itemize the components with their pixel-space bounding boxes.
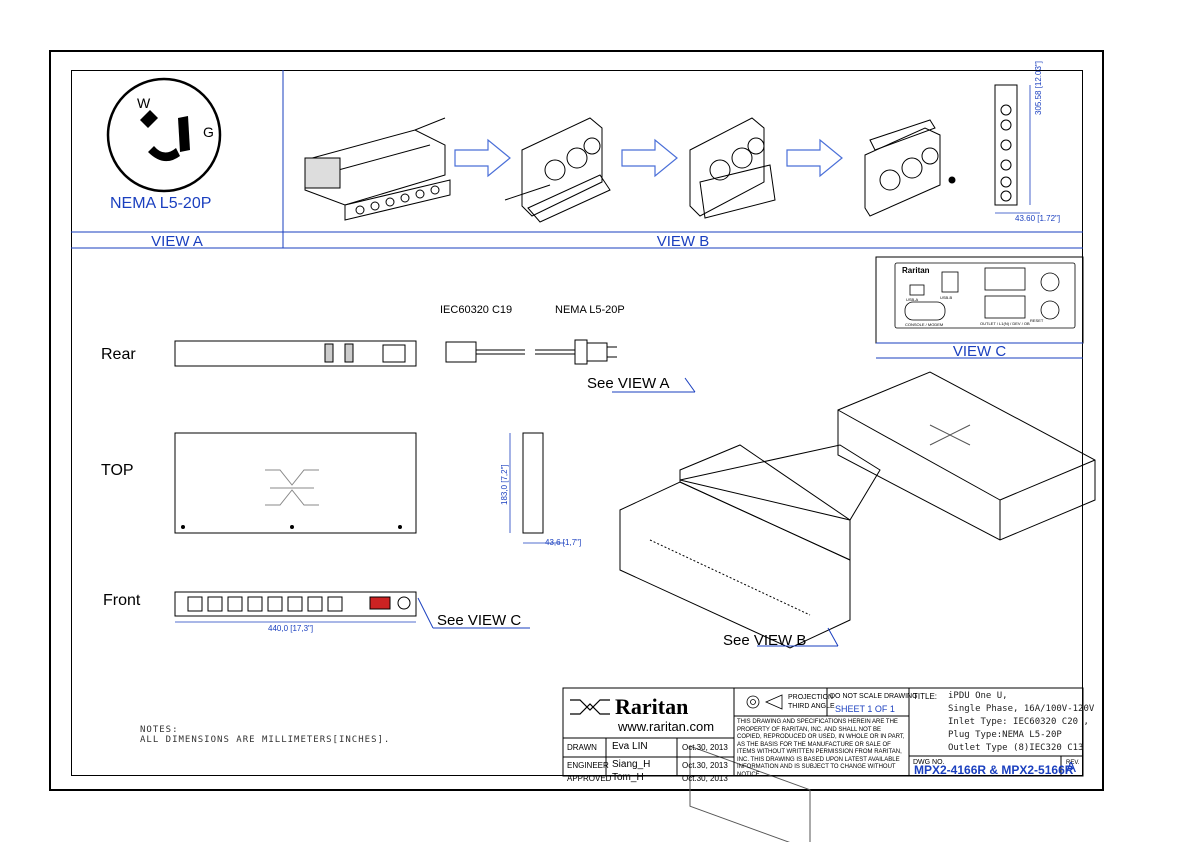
bracket-front-view [994, 84, 1018, 206]
brand-url: www.raritan.com [618, 719, 715, 734]
panel-console: CONSOLE / MODEM [905, 322, 944, 327]
do-not-scale: DO NOT SCALE DRAWING [830, 693, 918, 700]
see-view-b-leader [757, 627, 839, 647]
see-view-b-label: See VIEW B [723, 632, 807, 649]
disclaimer: THIS DRAWING AND SPECIFICATIONS HEREIN A… [737, 719, 905, 778]
engineer-date: Oct.30, 2013 [682, 761, 728, 770]
rev-label: REV. [1066, 760, 1080, 766]
front-panel-detail [894, 262, 1076, 329]
title-line-5: Outlet Type (8)IEC320 C13 [948, 743, 1084, 753]
drawn-name: Eva LIN [612, 741, 648, 752]
side-depth-dim: 43,6 [1,7"] [545, 538, 582, 547]
title-label: TITLE: [913, 692, 938, 701]
pin-w-label: W [137, 95, 151, 111]
projection-label: PROJECTION [788, 694, 834, 701]
rev-value: A [1066, 759, 1077, 776]
projection-symbol-icon [746, 694, 783, 710]
raritan-logo-icon [570, 699, 610, 715]
dwg-label: DWG NO. [913, 759, 945, 766]
view-c-label: VIEW C [952, 343, 1007, 360]
iec-label: IEC60320 C19 [440, 304, 513, 316]
top-view-sketch [174, 432, 417, 534]
bracket-height-dim: 305.58 [12.03"] [1034, 61, 1043, 115]
notes-title: NOTES: [140, 725, 179, 735]
bracket-width-dim: 43.60 [1.72"] [1015, 214, 1061, 223]
title-block-grid [562, 687, 1084, 777]
side-view-sketch [509, 432, 565, 544]
pin-g-label: G [203, 124, 214, 140]
see-view-a-label: See VIEW A [587, 375, 670, 392]
isometric-pdu-assembly [619, 444, 881, 842]
title-line-4: Plug Type:NEMA L5-20P [948, 730, 1062, 740]
panel-logo: Raritan [902, 266, 930, 275]
drawn-date: Oct.30, 2013 [682, 743, 728, 752]
see-view-c-leader [417, 597, 530, 629]
rear-view-sketch [174, 340, 417, 367]
see-view-c-label: See VIEW C [437, 612, 522, 629]
title-line-2: Single Phase, 16A/100V-120V [948, 704, 1095, 714]
arrow-right-icon [454, 138, 511, 178]
bracket-sketch-1 [504, 117, 611, 223]
approved-label: APPROVED [567, 774, 612, 783]
approved-date: Oct.30, 2013 [682, 774, 728, 783]
panel-reset: RESET [1030, 318, 1044, 323]
drawing-outer-frame [49, 50, 1104, 791]
front-label: Front [103, 592, 141, 609]
view-a-label: VIEW A [151, 233, 203, 250]
front-view-sketch [174, 591, 417, 623]
isometric-pdu-standalone [837, 371, 1096, 541]
rear-label: Rear [101, 346, 136, 363]
bracket-dim-lines [995, 85, 1040, 214]
engineer-name: Siang_H [612, 759, 651, 770]
see-view-a-leader [612, 377, 696, 393]
drawn-label: DRAWN [567, 743, 597, 752]
pdu-with-bracket-sketch [304, 117, 451, 221]
bracket-sketch-3 [864, 119, 956, 217]
engineer-label: ENGINEER [567, 761, 609, 770]
top-label: TOP [101, 462, 134, 479]
third-angle-label: THIRD ANGLE [788, 703, 835, 710]
title-line-1: iPDU One U, [948, 691, 1008, 701]
sheet-label: SHEET 1 OF 1 [835, 704, 895, 714]
panel-outlet: OUTLET / L1(N) / DEV / OB [980, 321, 1030, 326]
brand-logo: Raritan [615, 694, 689, 719]
arrow-right-icon [621, 138, 678, 178]
bracket-sketch-2 [689, 117, 776, 219]
arrow-right-icon [786, 138, 843, 178]
dwg-number: MPX2-4166R & MPX2-5166R [914, 763, 1074, 777]
power-cord-sketch [445, 339, 617, 365]
side-height-dim: 183,0 [7,2"] [500, 464, 509, 505]
panel-usb-b: USB-B [940, 295, 953, 300]
notes-text: ALL DIMENSIONS ARE MILLIMETERS[INCHES]. [140, 735, 391, 745]
nema-plug-face-icon [106, 77, 222, 193]
nema-plug-label: NEMA L5-20P [555, 304, 625, 316]
view-b-label: VIEW B [656, 233, 710, 250]
title-line-3: Inlet Type: IEC60320 C20 , [948, 717, 1089, 727]
approved-name: Tom_H [612, 772, 644, 783]
front-width-dim: 440,0 [17,3"] [268, 624, 314, 633]
nema-label: NEMA L5-20P [110, 195, 212, 212]
panel-usb-a: USB-A [906, 297, 919, 302]
